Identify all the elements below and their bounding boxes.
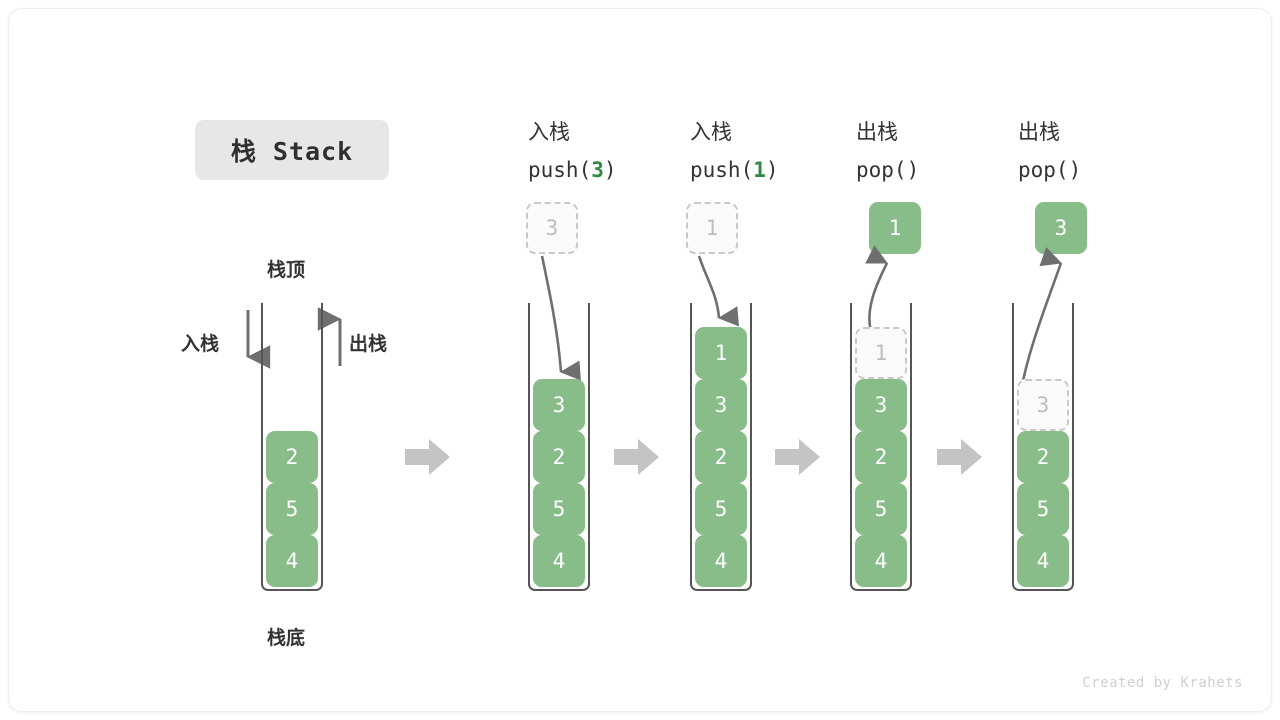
transition-arrow-icon [614, 439, 659, 475]
op-tail: ) [765, 158, 779, 182]
push1-curve-arrow-icon [697, 255, 740, 327]
op-tail: ) [906, 158, 920, 182]
stack-cell: 4 [1017, 535, 1069, 587]
stack-cells-push3: 3 2 5 4 [533, 379, 585, 587]
pop1-curve-arrow-icon [865, 245, 889, 332]
stack-cells-initial: 2 5 4 [266, 431, 318, 587]
stack-cell: 2 [695, 431, 747, 483]
transition-arrow-icon [937, 439, 982, 475]
transition-arrow-icon [775, 439, 820, 475]
stack-cell: 5 [533, 483, 585, 535]
push-down-arrow-icon [246, 310, 271, 369]
stack-cells-push1: 1 3 2 5 4 [695, 327, 747, 587]
popped-cell: 1 [869, 202, 921, 254]
op-name: pop( [1018, 158, 1069, 182]
step-pop1-heading: 出栈 pop() [856, 113, 919, 189]
step-pop1-heading-op: pop() [856, 151, 919, 189]
stack-container-push1 [690, 303, 752, 591]
stack-cell: 5 [1017, 483, 1069, 535]
stack-bottom-label: 栈底 [267, 628, 306, 649]
pop3-curve-arrow-icon [1021, 247, 1063, 382]
stack-cell: 4 [695, 535, 747, 587]
stack-cell: 4 [855, 535, 907, 587]
pop-side-label: 出栈 [349, 334, 388, 355]
stack-cell: 5 [855, 483, 907, 535]
stack-cells-pop1: 1 3 2 5 4 [855, 327, 907, 587]
stack-cell: 1 [695, 327, 747, 379]
step-push3-heading: 入栈 push(3) [528, 113, 617, 189]
stack-container-pop3 [1012, 303, 1074, 591]
ghost-cell-incoming: 1 [686, 202, 738, 254]
diagram-title-chip: 栈 Stack [195, 120, 389, 180]
stack-container-push3 [528, 303, 590, 591]
op-value: 3 [591, 158, 604, 182]
stack-cell: 5 [695, 483, 747, 535]
stack-cell: 5 [266, 483, 318, 535]
ghost-cell-incoming: 3 [526, 202, 578, 254]
stack-cells-pop3: 3 2 5 4 [1017, 379, 1069, 587]
step-pop3-heading: 出栈 pop() [1018, 113, 1081, 189]
step-pop3-heading-op: pop() [1018, 151, 1081, 189]
stack-cell: 4 [533, 535, 585, 587]
step-push1-heading-op: push(1) [690, 151, 779, 189]
stack-cell: 2 [855, 431, 907, 483]
diagram-card: 栈 Stack 栈顶 入栈 出栈 2 5 4 栈底 入栈 [8, 8, 1272, 712]
transition-arrow-icon [405, 439, 450, 475]
op-tail: ) [1068, 158, 1082, 182]
step-push3-heading-cn: 入栈 [528, 120, 570, 144]
op-name: push( [528, 158, 592, 182]
step-push1-heading: 入栈 push(1) [690, 113, 779, 189]
pop-up-arrow-icon [317, 307, 342, 366]
diagram-title-text: 栈 Stack [230, 137, 354, 166]
popped-cell: 3 [1035, 202, 1087, 254]
stack-container-initial [261, 303, 323, 591]
stack-cell: 3 [695, 379, 747, 431]
step-pop1-heading-cn: 出栈 [856, 120, 898, 144]
stack-container-pop1 [850, 303, 912, 591]
stack-cell: 3 [855, 379, 907, 431]
stack-cell: 2 [266, 431, 318, 483]
credit-text: Created by Krahets [1082, 675, 1243, 691]
step-push3-heading-op: push(3) [528, 151, 617, 189]
step-pop3-heading-cn: 出栈 [1018, 120, 1060, 144]
stack-cell: 3 [533, 379, 585, 431]
push3-curve-arrow-icon [540, 255, 581, 381]
stack-cell: 2 [1017, 431, 1069, 483]
stack-top-label: 栈顶 [267, 260, 306, 281]
ghost-cell-outgoing: 3 [1017, 379, 1069, 431]
op-name: pop( [856, 158, 907, 182]
stack-cell: 4 [266, 535, 318, 587]
push-side-label: 入栈 [181, 334, 220, 355]
op-value: 1 [753, 158, 766, 182]
op-name: push( [690, 158, 754, 182]
step-push1-heading-cn: 入栈 [690, 120, 732, 144]
op-tail: ) [603, 158, 617, 182]
stack-cell: 2 [533, 431, 585, 483]
ghost-cell-outgoing: 1 [855, 327, 907, 379]
